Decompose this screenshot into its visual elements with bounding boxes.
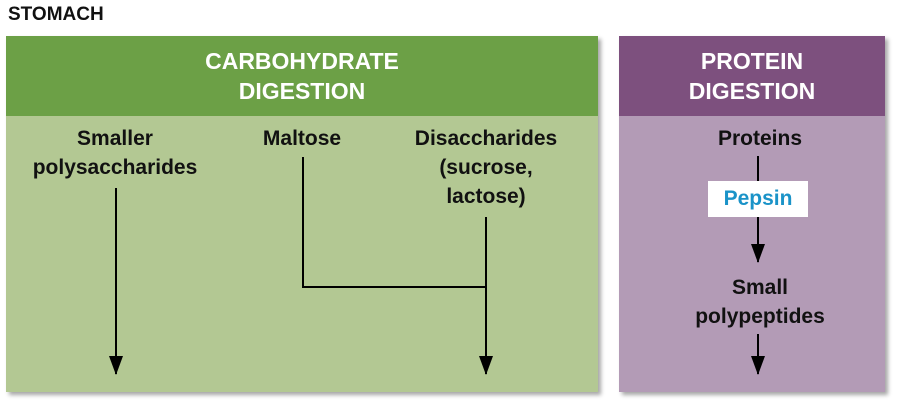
carbohydrate-digestion-header: CARBOHYDRATE DIGESTION [6, 36, 598, 116]
maltose-label: Maltose [262, 127, 342, 150]
smaller-polysaccharides-label: Smaller polysaccharides [32, 127, 198, 179]
protein-header-label: PROTEIN DIGESTION [688, 48, 816, 104]
pepsin-label: Pepsin [723, 187, 793, 210]
small-polypeptides-label: Small polypeptides [695, 276, 825, 328]
polypeptides-arrowhead [751, 356, 765, 375]
proteins-label: Proteins [717, 127, 803, 150]
maltose-connector [302, 157, 486, 288]
pepsin-enzyme-box: Pepsin [708, 181, 808, 217]
carbohydrate-header-label: CARBOHYDRATE DIGESTION [205, 48, 399, 104]
diagram-title: STOMACH [8, 4, 104, 25]
pepsin-arrowhead [751, 244, 765, 263]
disaccharides-label: Disaccharides (sucrose, lactose) [414, 127, 558, 208]
protein-digestion-header: PROTEIN DIGESTION [619, 36, 885, 116]
protein-digestion-panel: PROTEIN DIGESTION [619, 36, 885, 392]
disaccharides-arrowhead [479, 356, 493, 375]
polysaccharides-arrowhead [109, 356, 123, 375]
